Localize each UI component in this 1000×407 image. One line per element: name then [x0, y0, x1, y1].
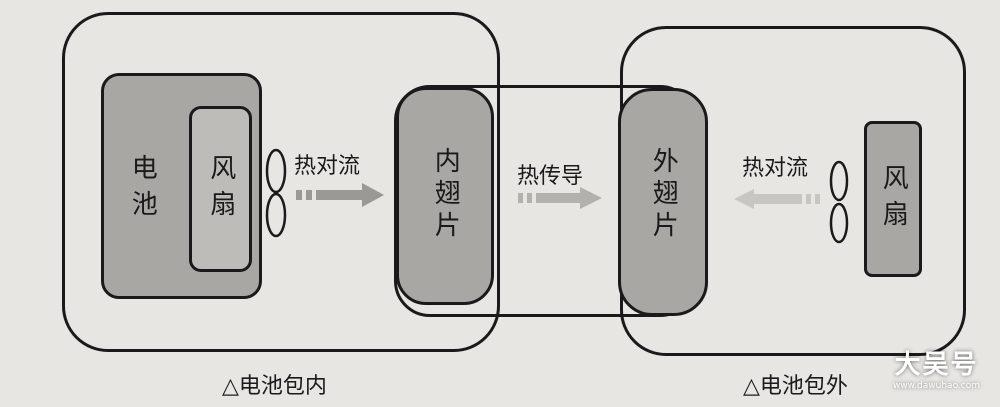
flow-label-left: 热对流 — [294, 154, 361, 179]
arrow-right-icon-middle — [518, 187, 602, 209]
propeller-icon-right — [829, 160, 849, 244]
battery-label: 电池 — [112, 140, 172, 240]
caption-exterior: △电池包外 — [743, 374, 848, 399]
inner-fan-label-text: 风扇 — [205, 154, 236, 226]
flow-label-middle: 热传导 — [517, 164, 584, 189]
arrow-left-icon-right — [734, 189, 820, 209]
outer-fin-label-text: 外翅片 — [648, 147, 679, 243]
inner-fin-block — [396, 87, 494, 305]
watermark-sub: www.dawuhao.com — [892, 381, 980, 391]
watermark-main: 大吴号 — [894, 350, 979, 380]
watermark: 大吴号 www.dawuhao.com — [893, 344, 980, 391]
arrow-right-icon-left — [296, 183, 384, 207]
inner-fin-label: 内翅片 — [396, 130, 494, 260]
flow-label-right: 热对流 — [742, 156, 809, 181]
inner-fin-label-text: 内翅片 — [430, 147, 461, 243]
outer-fin-block — [618, 88, 708, 316]
inner-fan-label: 风扇 — [189, 140, 252, 240]
battery-pack-interior-region — [62, 12, 500, 352]
battery-label-text: 电池 — [127, 154, 158, 226]
outer-fin-label: 外翅片 — [618, 130, 708, 260]
inner-fan-block — [189, 106, 252, 272]
propeller-icon-left — [265, 148, 287, 238]
outer-fan-label-text: 风扇 — [878, 164, 909, 236]
caption-interior: △电池包内 — [222, 374, 327, 399]
outer-fan-label: 风扇 — [864, 150, 922, 250]
outer-fan-block — [864, 121, 922, 277]
